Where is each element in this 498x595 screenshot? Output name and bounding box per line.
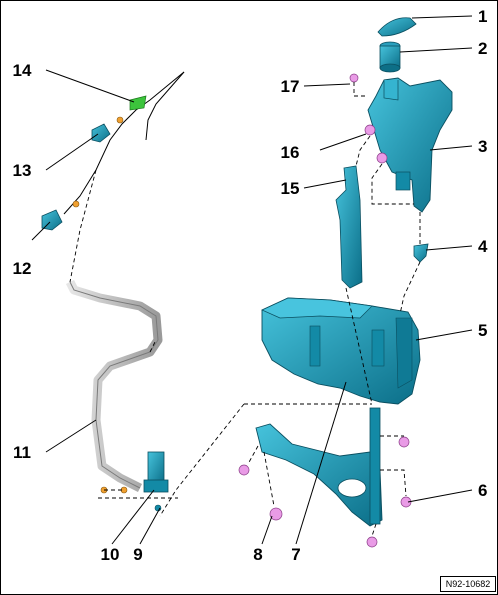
callout-14: 14 xyxy=(13,61,32,80)
fastener-6a xyxy=(398,436,410,448)
upper-bracket xyxy=(335,165,363,289)
fastener-17 xyxy=(349,73,359,83)
leader-lines xyxy=(31,15,473,545)
callout-15: 15 xyxy=(281,179,300,198)
grommet xyxy=(413,243,429,263)
fastener-8b xyxy=(269,507,283,521)
filler-neck-seal xyxy=(379,41,401,73)
callout-16: 16 xyxy=(281,143,300,162)
callout-8: 8 xyxy=(253,545,262,564)
callout-5: 5 xyxy=(478,321,487,340)
fastener-6b xyxy=(400,496,412,508)
fastener-8a xyxy=(238,464,250,476)
filler-cap xyxy=(377,17,417,37)
callout-9: 9 xyxy=(133,545,142,564)
callout-12: 12 xyxy=(13,259,32,278)
callout-10: 10 xyxy=(101,545,120,564)
hose-clip xyxy=(129,95,147,111)
spray-jet-lower xyxy=(41,200,80,231)
figure-reference: N92-10682 xyxy=(440,576,496,592)
callout-1: 1 xyxy=(478,7,487,26)
fastener-16a xyxy=(364,124,376,136)
callout-2: 2 xyxy=(478,39,487,58)
callout-17: 17 xyxy=(281,77,300,96)
callout-4: 4 xyxy=(478,237,488,256)
washer-fluid-reservoir xyxy=(261,297,421,405)
spray-jet-upper xyxy=(91,116,124,143)
washer-pump xyxy=(100,451,169,494)
callout-11: 11 xyxy=(13,443,31,462)
pump-grommet xyxy=(154,504,162,512)
filler-reservoir xyxy=(367,77,453,213)
support-bracket xyxy=(255,407,383,527)
washer-hose xyxy=(63,71,185,493)
callout-13: 13 xyxy=(13,161,32,180)
callout-7: 7 xyxy=(291,545,300,564)
assembly-lines xyxy=(69,82,421,537)
callout-6: 6 xyxy=(478,481,487,500)
fastener-6c xyxy=(366,536,378,548)
callout-3: 3 xyxy=(478,137,487,156)
fastener-16b xyxy=(376,152,388,164)
